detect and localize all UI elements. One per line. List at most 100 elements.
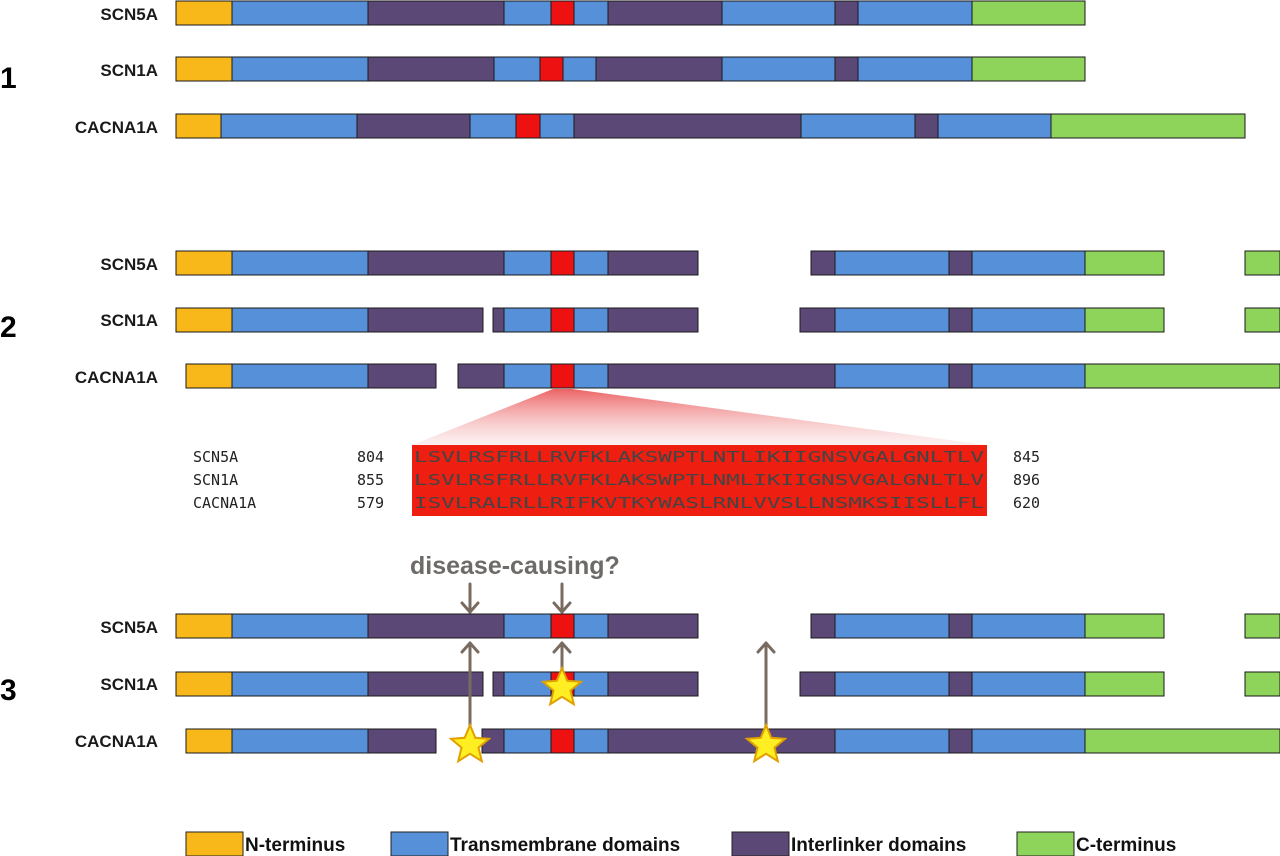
gene-label-cacna1a: CACNA1A	[75, 732, 158, 751]
domain-n-terminus	[175, 613, 233, 639]
domain-transmembrane	[503, 613, 552, 639]
domain-interlinker	[948, 671, 973, 697]
domain-interlinker	[492, 307, 505, 333]
domain-transmembrane	[503, 363, 552, 389]
alignment-end-scn1a: 896	[1013, 471, 1040, 489]
domain-interlinker	[457, 363, 505, 389]
domain-transmembrane	[503, 307, 552, 333]
domain-interlinker	[607, 613, 699, 639]
domain-transmembrane	[573, 363, 609, 389]
domain-transmembrane	[834, 363, 950, 389]
domain-transmembrane	[562, 56, 597, 82]
domain-n-terminus	[175, 56, 233, 82]
alignment-seq-scn5a: LSVLRSFRLLRVFKLAKSWPTLNTLIKIIGNSVGALGNLT…	[414, 448, 984, 466]
gene-label-scn1a: SCN1A	[100, 675, 158, 694]
domain-transmembrane	[231, 613, 369, 639]
domain-c-terminus	[1084, 363, 1280, 389]
domain-pore-region	[550, 0, 575, 26]
domain-c-terminus	[1244, 613, 1280, 639]
domain-interlinker	[492, 671, 505, 697]
domain-c-terminus	[1084, 613, 1165, 639]
alignment-end-scn5a: 845	[1013, 448, 1040, 466]
domain-interlinker	[367, 307, 484, 333]
panel-number-2: 2	[0, 311, 17, 344]
domain-transmembrane	[493, 56, 541, 82]
domain-n-terminus	[175, 250, 233, 276]
domain-interlinker	[948, 250, 973, 276]
domain-interlinker	[948, 613, 973, 639]
domain-transmembrane	[220, 113, 358, 139]
domain-interlinker	[607, 728, 836, 754]
domain-transmembrane	[231, 728, 369, 754]
domain-transmembrane	[573, 0, 609, 26]
down-arrow-icon	[460, 582, 480, 614]
domain-interlinker	[367, 0, 505, 26]
domain-interlinker	[367, 728, 437, 754]
domain-transmembrane	[231, 363, 369, 389]
alignment-gene-cacna1a: CACNA1A	[193, 494, 256, 512]
domain-interlinker	[367, 56, 495, 82]
gene-label-cacna1a: CACNA1A	[75, 118, 158, 137]
domain-interlinker	[810, 613, 836, 639]
domain-interlinker	[367, 613, 505, 639]
domain-n-terminus	[175, 307, 233, 333]
domain-n-terminus	[175, 113, 222, 139]
panel-number-1: 1	[0, 62, 17, 95]
domain-c-terminus	[1084, 307, 1165, 333]
alignment-seq-cacna1a: ISVLRALRLLRIFKVTKYWASLRNLVVSLLNSMKSIISLL…	[414, 494, 984, 512]
gene-label-scn1a: SCN1A	[100, 61, 158, 80]
domain-transmembrane	[834, 613, 950, 639]
domain-interlinker	[799, 671, 836, 697]
alignment-start-scn5a: 804	[357, 448, 384, 466]
domain-interlinker	[367, 250, 505, 276]
domain-transmembrane	[971, 307, 1086, 333]
domain-transmembrane	[971, 613, 1086, 639]
legend-swatch-n-terminus	[185, 831, 244, 856]
gene-label-scn5a: SCN5A	[100, 255, 158, 274]
alignment-start-scn1a: 855	[357, 471, 384, 489]
domain-transmembrane	[469, 113, 517, 139]
domain-transmembrane	[971, 728, 1086, 754]
domain-transmembrane	[503, 728, 552, 754]
domain-interlinker	[607, 307, 699, 333]
domain-interlinker	[607, 0, 723, 26]
domain-c-terminus	[1084, 728, 1280, 754]
domain-transmembrane	[857, 56, 973, 82]
domain-bars	[175, 0, 1280, 754]
domain-transmembrane	[503, 671, 552, 697]
alignment-gene-scn1a: SCN1A	[193, 471, 238, 489]
domain-c-terminus	[1084, 250, 1165, 276]
domain-interlinker	[810, 250, 836, 276]
domain-pore-region	[515, 113, 541, 139]
gene-label-scn5a: SCN5A	[100, 618, 158, 637]
legend-label-n-terminus: N-terminus	[245, 835, 345, 856]
domain-transmembrane	[231, 671, 369, 697]
gene-label-scn1a: SCN1A	[100, 311, 158, 330]
domain-pore-region	[550, 363, 575, 389]
domain-interlinker	[607, 250, 699, 276]
alignment-highlight	[412, 445, 987, 516]
legend-label-interlinker: Interlinker domains	[791, 835, 966, 856]
domain-pore-region	[550, 250, 575, 276]
domain-interlinker	[948, 728, 973, 754]
domain-transmembrane	[834, 728, 950, 754]
domain-transmembrane	[937, 113, 1052, 139]
domain-interlinker	[607, 671, 699, 697]
down-arrow-icon	[552, 582, 572, 614]
star-icon	[448, 722, 492, 764]
domain-transmembrane	[834, 671, 950, 697]
legend-label-transmembrane: Transmembrane domains	[450, 835, 680, 856]
domain-transmembrane	[231, 0, 369, 26]
domain-transmembrane	[231, 56, 369, 82]
domain-interlinker	[595, 56, 723, 82]
legend-swatch-interlinker	[731, 831, 790, 856]
domain-transmembrane	[721, 56, 836, 82]
domain-transmembrane	[573, 250, 609, 276]
domain-pore-region	[550, 307, 575, 333]
domain-interlinker	[834, 56, 859, 82]
gene-label-scn5a: SCN5A	[100, 5, 158, 24]
alignment-gene-scn5a: SCN5A	[193, 448, 238, 466]
domain-pore-region	[550, 728, 575, 754]
domain-transmembrane	[971, 363, 1086, 389]
domain-interlinker	[367, 363, 437, 389]
